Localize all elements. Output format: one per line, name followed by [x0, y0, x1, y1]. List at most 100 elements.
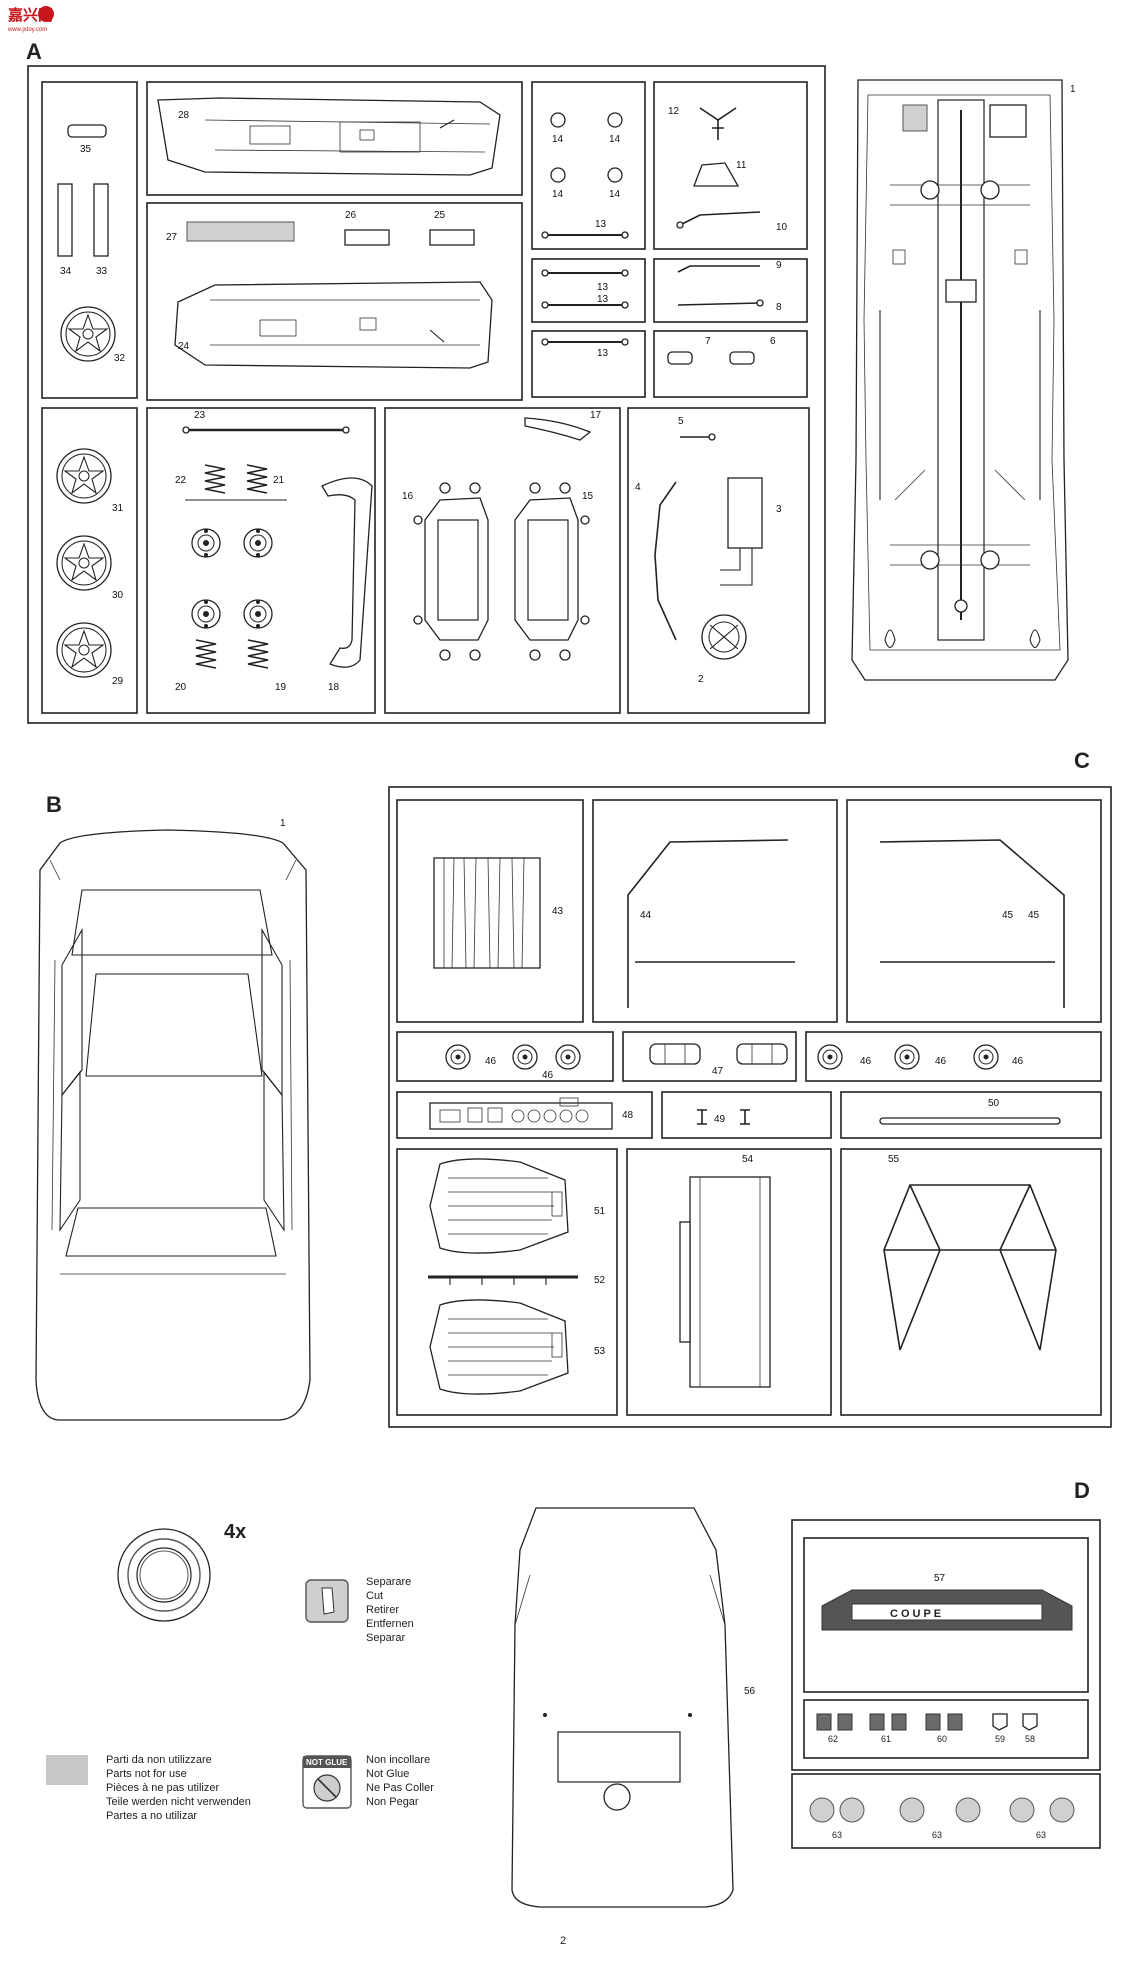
part-label-24: 24 [178, 341, 190, 352]
part-6-mirror [729, 351, 755, 365]
part-61-decal [869, 1713, 885, 1731]
logo-subtext: www.jxtoy.com [7, 27, 47, 33]
no-glue-legend-text: Non incollare Not Glue Ne Pas Coller Non… [366, 1754, 434, 1808]
not-used-legend-text: Parti da non utilizzare Parts not for us… [106, 1754, 251, 1822]
part-label-63a: 63 [832, 1830, 842, 1840]
part-label-25: 25 [434, 210, 446, 221]
part-46-gauge [445, 1044, 471, 1070]
part-label-30: 30 [112, 590, 124, 601]
part-1-chassis [851, 79, 1069, 681]
page-number: 2 [560, 1935, 566, 1947]
part-label-4: 4 [635, 482, 641, 493]
sprue-c-cell-50 [840, 1091, 1102, 1139]
part-label-26: 26 [345, 210, 357, 221]
sprue-c: C 43 44 45 45 46 46 47 46 46 46 [388, 748, 1112, 1428]
cut-legend-line-5: Separar [366, 1632, 405, 1644]
part-label-46b: 46 [542, 1070, 554, 1081]
part-label-44: 44 [640, 910, 652, 921]
cut-legend-line-1: Separare [366, 1576, 411, 1588]
sprue-a-cell-knobs [531, 81, 646, 250]
part-59-decal [992, 1713, 1008, 1731]
part-label-3: 3 [776, 504, 782, 515]
part-24-door-panel [174, 281, 493, 369]
sprue-d: D 4x Separare Cut Retirer Entfernen Sepa… [46, 1478, 1101, 1908]
part-label-59: 59 [995, 1734, 1005, 1744]
not-used-line-3: Pièces à ne pas utilizer [106, 1782, 219, 1794]
part-label-6: 6 [770, 336, 776, 347]
section-label-d: D [1074, 1478, 1090, 1503]
part-label-48: 48 [622, 1110, 634, 1121]
part-label-1-body: 1 [280, 818, 286, 829]
sprue-a-cell-steering [627, 407, 810, 714]
part-label-52: 52 [594, 1275, 606, 1286]
part-20-hub [191, 599, 221, 629]
part-53-seat [429, 1299, 569, 1395]
part-label-58: 58 [1025, 1734, 1035, 1744]
part-label-43: 43 [552, 906, 564, 917]
part-label-50: 50 [988, 1098, 1000, 1109]
section-label-c: C [1074, 748, 1090, 773]
part-12-bracket [699, 107, 737, 140]
part-label-18: 18 [328, 682, 340, 693]
part-label-46a: 46 [485, 1056, 497, 1067]
part-label-28: 28 [178, 110, 190, 121]
tire-illustration [117, 1528, 211, 1622]
part-label-13a: 13 [595, 219, 607, 230]
part-label-47: 47 [712, 1066, 724, 1077]
part-label-45a: 45 [1002, 910, 1014, 921]
part-label-14d: 14 [609, 189, 621, 200]
part-35-lens [67, 124, 107, 138]
cut-legend-line-3: Retirer [366, 1604, 399, 1616]
part-label-19: 19 [275, 682, 287, 693]
sprue-c-cell-gauges-right [805, 1031, 1102, 1082]
part-3-exhaust [720, 477, 763, 586]
part-label-63b: 63 [932, 1830, 942, 1840]
sprue-a-cell-subframes [384, 407, 621, 714]
part-19-hub [243, 599, 273, 629]
part-label-57: 57 [934, 1573, 946, 1584]
part-label-53: 53 [594, 1346, 606, 1357]
part-9-arm [677, 265, 760, 273]
part-51-seat [429, 1158, 569, 1254]
part-label-31: 31 [112, 503, 124, 514]
tire-count-label: 4x [224, 1521, 246, 1543]
cut-legend-line-2: Cut [366, 1590, 383, 1602]
part-label-46d: 46 [935, 1056, 947, 1067]
part-54-tank [679, 1176, 771, 1388]
part-label-1-chassis: 1 [1070, 84, 1076, 95]
part-label-17: 17 [590, 410, 602, 421]
sprue-a: A 35 34 33 32 28 27 26 25 24 [26, 39, 1076, 724]
part-label-23: 23 [194, 410, 206, 421]
part-47-lamp [649, 1043, 701, 1065]
not-used-line-2: Parts not for use [106, 1768, 187, 1780]
part-label-13b: 13 [597, 282, 609, 293]
part-label-10: 10 [776, 222, 788, 233]
part-label-21: 21 [273, 475, 285, 486]
part-label-11: 11 [736, 160, 747, 171]
part-label-45b: 45 [1028, 910, 1040, 921]
not-used-line-1: Parti da non utilizzare [106, 1754, 212, 1766]
part-label-32: 32 [114, 353, 126, 364]
part-56-glass [511, 1507, 734, 1908]
part-label-29: 29 [112, 676, 124, 687]
part-label-61: 61 [881, 1734, 891, 1744]
not-used-line-5: Partes a no utilizar [106, 1810, 197, 1822]
part-label-20: 20 [175, 682, 187, 693]
sprue-c-cell-cage-left [592, 799, 838, 1023]
part-29-wheel [56, 622, 112, 678]
part-26-vent [344, 229, 390, 246]
part-49-clip [697, 1109, 707, 1125]
part-31-wheel [56, 448, 112, 504]
part-27-badge [186, 221, 295, 242]
part-label-34: 34 [60, 266, 72, 277]
part-33-strip [93, 183, 109, 257]
part-1-body-shell [35, 829, 311, 1421]
part-label-22: 22 [175, 475, 187, 486]
part-label-51: 51 [594, 1206, 606, 1217]
part-45-roll-bar [879, 839, 1065, 1008]
part-28-door-panel [157, 97, 501, 176]
part-62-decal [816, 1713, 832, 1731]
part-label-63c: 63 [1036, 1830, 1046, 1840]
sprue-c-cell-55 [840, 1148, 1102, 1416]
part-11-boot [693, 162, 740, 187]
